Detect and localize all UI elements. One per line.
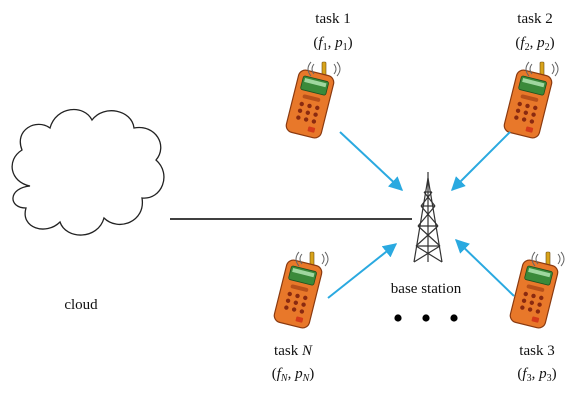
uplink-arrow-task-2	[451, 131, 511, 191]
task-2-title: task 2	[517, 11, 553, 27]
task-3-title: task 3	[519, 343, 555, 359]
ellipsis-dots	[394, 314, 458, 322]
phone-icon-task-n	[272, 251, 329, 331]
uplink-arrow-task-3	[454, 239, 515, 297]
uplink-arrow-task-n	[327, 243, 398, 299]
task-1-title: task 1	[315, 11, 351, 27]
antenna-tower-icon	[413, 172, 443, 263]
cloud-icon	[11, 108, 165, 236]
phone-icon-task-1	[284, 61, 341, 141]
task-n-params: (fN, pN)	[271, 366, 315, 384]
task-n-title: task N	[274, 343, 312, 359]
phone-icon-task-3	[508, 251, 565, 331]
ellipsis-dot	[450, 314, 458, 322]
task-3-params: (f3, p3)	[517, 366, 557, 384]
cloud-label: cloud	[64, 297, 98, 313]
base-station-label: base station	[390, 281, 462, 297]
phone-icon-task-2	[502, 61, 559, 141]
task-1-params: (f1, p1)	[313, 35, 353, 53]
ellipsis-dot	[394, 314, 402, 322]
uplink-arrow-task-1	[339, 131, 404, 191]
ellipsis-dot	[422, 314, 430, 322]
task-2-params: (f2, p2)	[515, 35, 555, 53]
